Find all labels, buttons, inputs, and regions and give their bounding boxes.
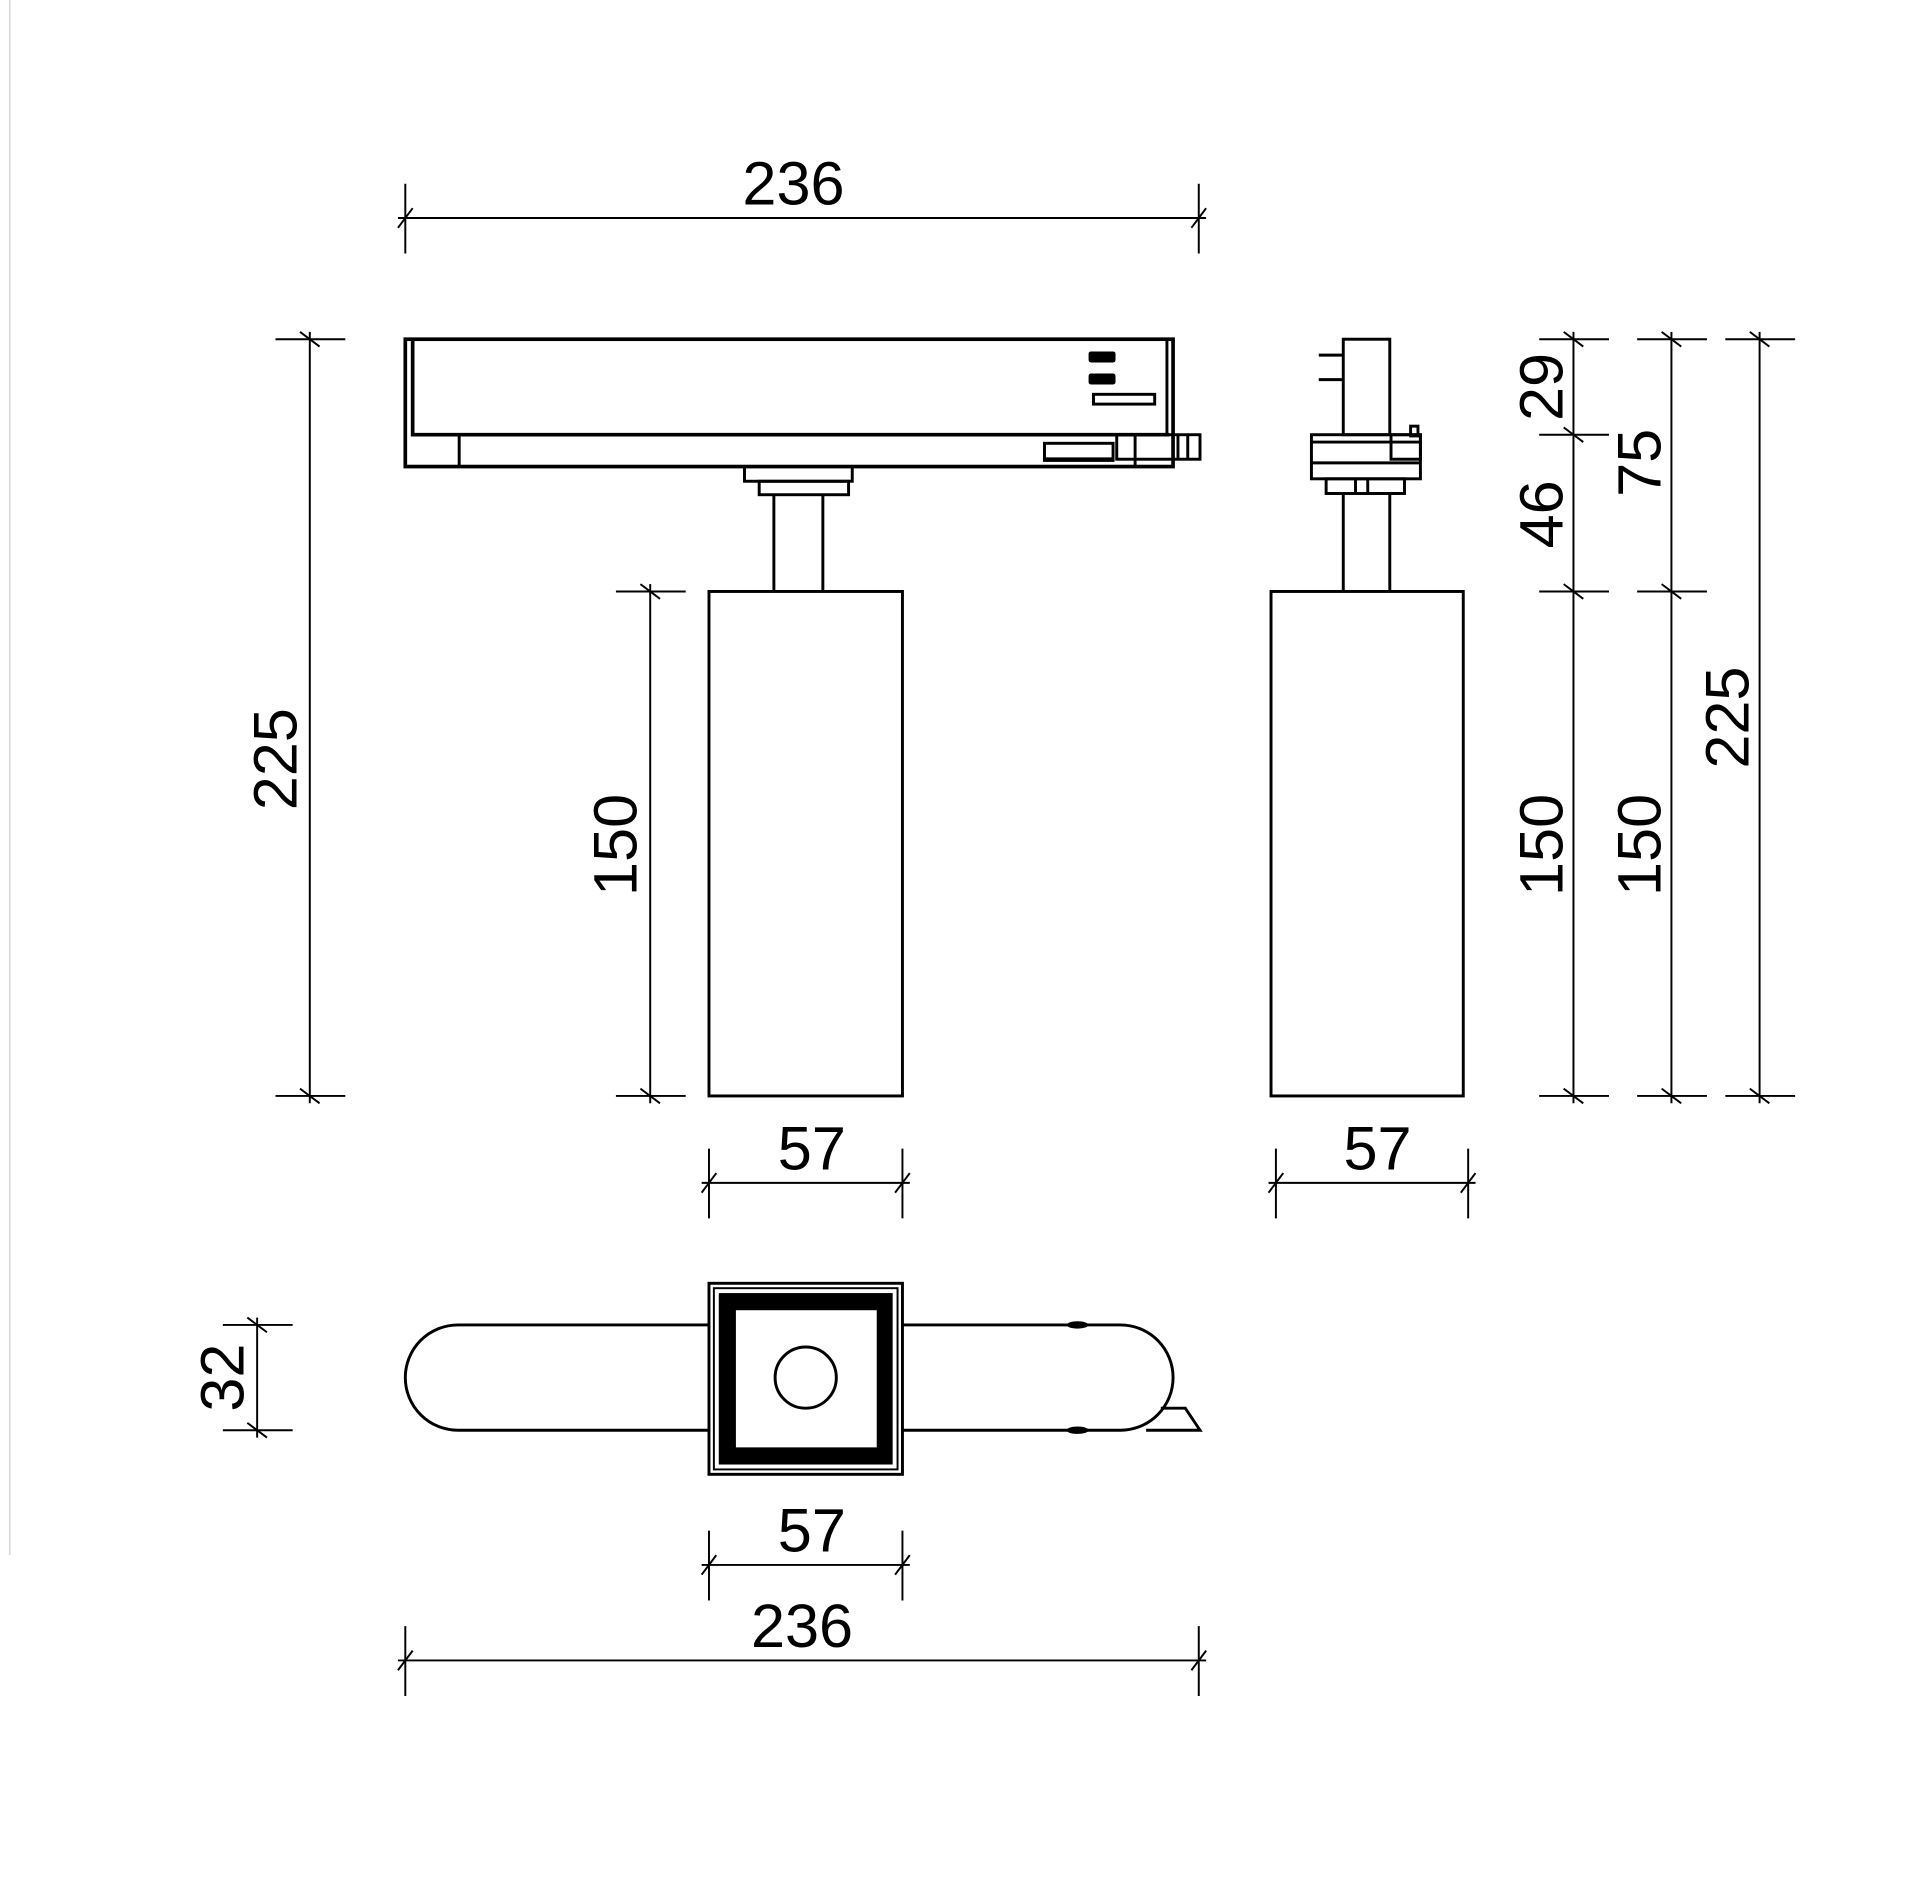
dimension-label: 225 [1694, 667, 1762, 769]
front-view: 236 225 150 57 [241, 150, 1207, 1219]
swivel-adapter [743, 465, 854, 592]
track-adapter-housing [403, 337, 1202, 469]
side-view: 57 29 46 150 75 150 225 [1267, 331, 1796, 1219]
lens-icon [773, 1345, 838, 1410]
dim-bottom-depth: 32 [189, 1316, 293, 1439]
dimension-label: 46 [1507, 480, 1575, 548]
dimension-label: 75 [1605, 429, 1673, 497]
dim-front-body-height: 150 [582, 583, 686, 1105]
dim-bottom-width: 236 [397, 1592, 1207, 1696]
dimension-label: 29 [1507, 353, 1575, 421]
dimension-label: 150 [1507, 794, 1575, 896]
dimension-label: 57 [778, 1114, 846, 1182]
dim-front-height: 225 [241, 331, 346, 1105]
dim-side-body-width: 57 [1267, 1114, 1477, 1219]
dimension-label: 236 [751, 1592, 853, 1660]
dim-side-chain-a: 29 46 150 [1507, 331, 1609, 1105]
dimension-label: 32 [189, 1344, 257, 1412]
bottom-view: 32 57 236 [189, 1281, 1207, 1696]
spotlight-body [707, 589, 904, 1098]
dim-side-total: 225 [1694, 331, 1796, 1105]
dimension-label: 225 [241, 708, 309, 810]
side-spotlight-body [1269, 589, 1465, 1098]
dim-front-width: 236 [397, 150, 1207, 254]
dimension-label: 150 [582, 794, 650, 896]
release-tab [1146, 1406, 1203, 1432]
dim-side-chain-b: 75 150 [1605, 331, 1707, 1105]
dimension-label: 57 [1343, 1114, 1411, 1182]
dimension-label: 57 [778, 1496, 846, 1564]
side-adapter [1309, 337, 1422, 592]
dimension-label: 236 [742, 150, 844, 218]
dim-bottom-body-width: 57 [700, 1496, 911, 1601]
dim-front-body-width: 57 [700, 1114, 911, 1219]
lens-square [707, 1281, 904, 1476]
dimension-label: 150 [1605, 794, 1673, 896]
